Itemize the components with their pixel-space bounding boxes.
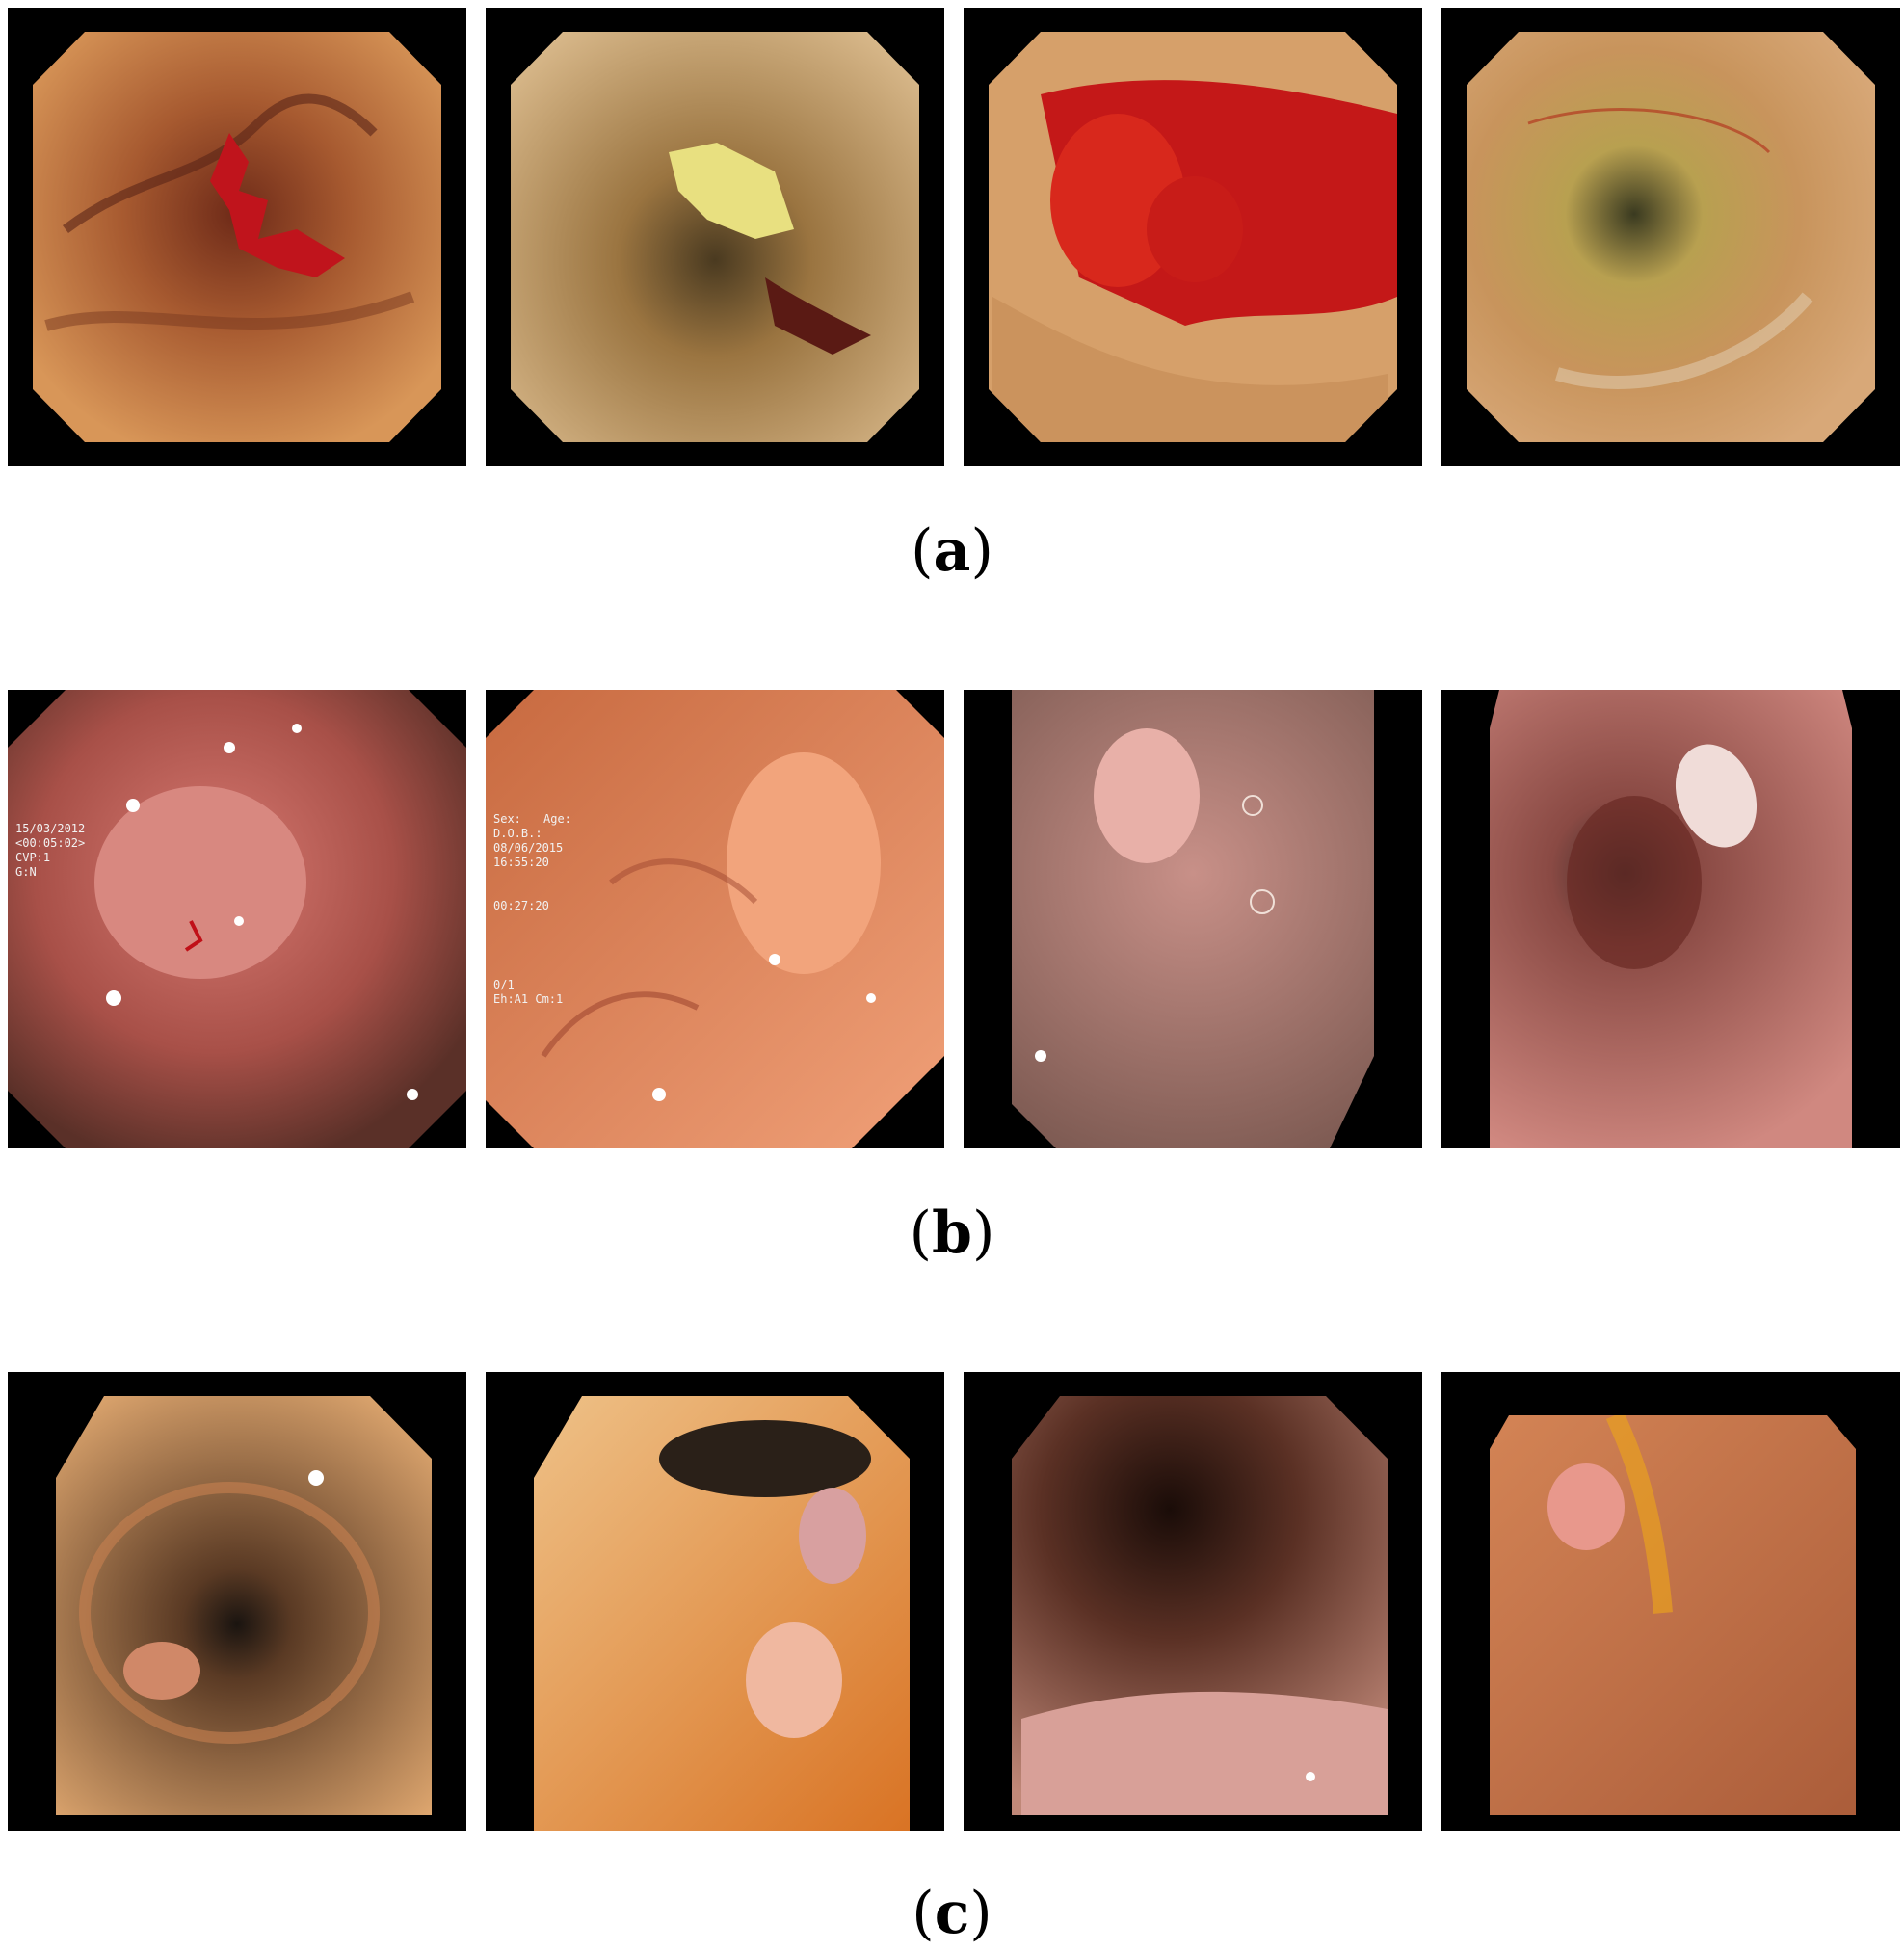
endoscopy-image-c3 <box>964 1372 1422 1831</box>
panel-label-a: (a) <box>911 517 993 585</box>
endoscopy-image-a2 <box>486 8 944 466</box>
overlay-cvp: CVP:1 <box>15 851 50 864</box>
overlay-sex: Sex: <box>493 812 521 826</box>
overlay-frame: 0/1 <box>493 978 515 991</box>
overlay-time: 16:55:20 <box>493 856 549 869</box>
endoscopy-image-b3 <box>964 690 1422 1148</box>
endoscopy-image-a1 <box>8 8 466 466</box>
row-b: 15/03/2012 <00:05:02> CVP:1 G:N <box>0 690 1904 1148</box>
overlay-time: <00:05:02> <box>15 836 85 850</box>
panel-label-b: (b) <box>909 1200 995 1267</box>
overlay-elapsed: 00:27:20 <box>493 899 549 912</box>
endoscopy-image-a4 <box>1441 8 1900 466</box>
endoscopy-image-c4 <box>1441 1372 1900 1831</box>
overlay-gain: G:N <box>15 865 37 879</box>
overlay-dob: D.O.B.: <box>493 827 542 840</box>
panel-label-c: (c) <box>912 1880 992 1947</box>
overlay-date: 08/06/2015 <box>493 841 563 855</box>
row-c <box>0 1372 1904 1831</box>
overlay-date: 15/03/2012 <box>15 822 85 835</box>
endoscopy-image-b1: 15/03/2012 <00:05:02> CVP:1 G:N <box>8 690 466 1148</box>
overlay-enhance: Eh:A1 Cm:1 <box>493 992 563 1006</box>
endoscopy-image-c1 <box>8 1372 466 1831</box>
endoscopy-image-c2 <box>486 1372 944 1831</box>
row-a <box>0 8 1904 466</box>
endoscopy-image-b2: Sex: Age: D.O.B.: 08/06/2015 16:55:20 00… <box>486 690 944 1148</box>
endoscopy-image-a3 <box>964 8 1422 466</box>
endoscopy-image-b4 <box>1441 690 1900 1148</box>
overlay-age: Age: <box>543 812 571 826</box>
